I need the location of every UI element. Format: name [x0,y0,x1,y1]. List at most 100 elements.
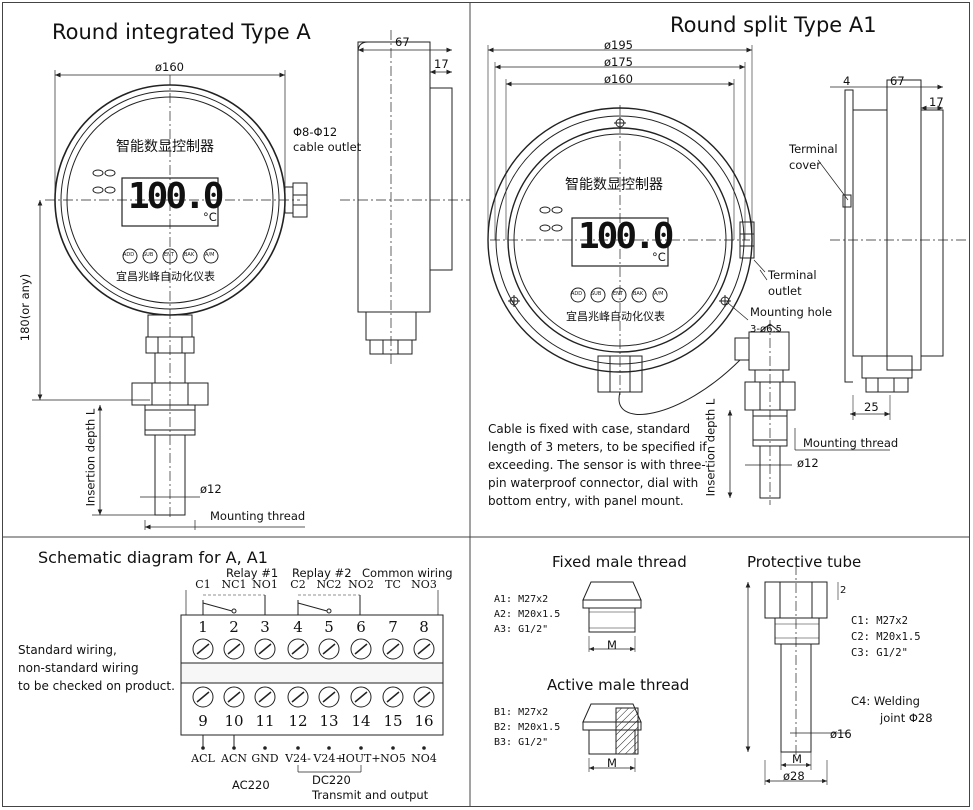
terminal-top-number: 2 [229,618,239,636]
terminal-outlet-label-1: Terminal [768,268,817,282]
button-bak: BAK [184,252,195,258]
dim-2-label: 2 [840,585,847,596]
terminal-screw [382,686,404,708]
cable-outlet-label: cable outlet [293,140,362,154]
mounting-hole-label: Mounting hole [750,305,833,319]
terminal-screw [413,638,435,660]
screw-slot [386,643,400,655]
terminal-bottom-label: V24+ [313,752,345,765]
tube-spec-c4-joint: joint Φ28 [880,711,933,725]
terminal-bottom-label: V24- [285,752,311,765]
terminal-bottom-number: 11 [255,712,275,730]
terminal-bottom-number: 9 [198,712,208,730]
button-add: ADD [123,252,135,258]
terminal-lead-dot [391,746,395,750]
dim-160-label: ø160 [155,60,184,74]
dim-67-label: 67 [395,35,410,49]
terminal-screw [350,638,372,660]
screw-slot [417,691,431,703]
terminal-bottom-number: 16 [414,712,434,730]
terminal-top-number: 8 [419,618,429,636]
terminal-lead-dot [232,746,236,750]
screw-slot [322,643,336,655]
screw-slot [258,691,272,703]
terminal-lead-dot [296,746,300,750]
dial-brand-a1: 宜昌兆峰自动化仪表 [566,310,665,323]
terminal-screw [287,638,309,660]
button-sub-a1: SUB [591,291,602,297]
screw-slot [227,643,241,655]
terminal-top-label: NO2 [348,578,374,591]
button-am-a1: A/M [654,291,664,297]
screw-slot [354,643,368,655]
display-readout-a1: 100.0 [578,216,674,257]
terminal-top-label: NO3 [411,578,437,591]
terminal-bottom-number: 15 [383,712,403,730]
screw-slot [386,691,400,703]
terminal-screw [413,686,435,708]
active-thread-title: Active male thread [547,676,690,694]
wiring-note-3: to be checked on product. [18,679,175,693]
screw-slot [291,643,305,655]
terminal-screw [350,686,372,708]
terminal-screws [192,638,435,750]
dim-195-label: ø195 [604,38,633,52]
terminal-screw [382,638,404,660]
active-spec-b3: B3: G1/2" [494,737,549,748]
terminal-top-number: 4 [293,618,303,636]
tube-spec-c4: C4: Welding [851,694,920,708]
relay-1-label: Relay #1 [226,566,279,580]
terminal-screw [318,686,340,708]
type-a1-title: Round split Type A1 [670,13,877,37]
dim-12-label: ø12 [200,482,222,496]
terminal-cover-label-1: Terminal [789,142,838,156]
terminal-bottom-number: 13 [319,712,339,730]
terminal-bottom-label: ACL [191,752,215,765]
terminal-lead-dot [327,746,331,750]
display-readout: 100.0 [128,176,224,217]
terminal-top-number: 7 [388,618,398,636]
terminal-screw [192,686,214,708]
type-a-title: Round integrated Type A [52,20,311,44]
terminal-screw [223,686,245,708]
fixed-spec-a2: A2: M20x1.5 [494,609,561,620]
terminal-top-label: NC1 [221,578,247,591]
terminal-screw [287,686,309,708]
terminal-screw [192,638,214,660]
terminal-screw [318,638,340,660]
terminal-lead-dot [201,746,205,750]
dim-160-label-a1: ø160 [604,72,633,86]
button-ent-a1: ENT [613,291,623,297]
mounting-hole-dim: 3-ø6.5 [750,324,782,335]
display-unit: °C [203,210,217,224]
screw-slot [227,691,241,703]
protective-tube-title: Protective tube [747,553,862,571]
terminal-screw [254,686,276,708]
dim-180-label: 180(or any) [18,273,33,342]
fixed-spec-a3: A3: G1/2" [494,624,549,635]
schematic-title: Schematic diagram for A, A1 [38,548,268,567]
terminal-bottom-number: 12 [288,712,308,730]
terminal-screw [254,638,276,660]
fixed-thread-title: Fixed male thread [552,553,687,571]
button-ent: ENT [164,252,174,258]
dim-25-label: 25 [864,400,879,414]
screw-slot [417,643,431,655]
terminal-bottom-number: 14 [351,712,371,730]
mounting-thread-label-a1: Mounting thread [803,436,899,450]
terminal-lead-dot [359,746,363,750]
terminal-bottom-label: NO4 [411,752,437,765]
screw-slot [196,691,210,703]
tube-spec-c1: C1: M27x2 [851,615,908,627]
terminal-screw [223,638,245,660]
terminal-top-number: 6 [356,618,366,636]
terminal-top-label: TC [385,578,401,591]
transmit-output-label: Transmit and output [312,788,429,802]
terminal-bottom-label: NO5 [380,752,406,765]
cable-description: Cable is fixed with case, standard lengt… [488,422,707,508]
fixed-spec-a1: A1: M27x2 [494,594,549,605]
dial-title-a1: 智能数显控制器 [565,177,663,193]
